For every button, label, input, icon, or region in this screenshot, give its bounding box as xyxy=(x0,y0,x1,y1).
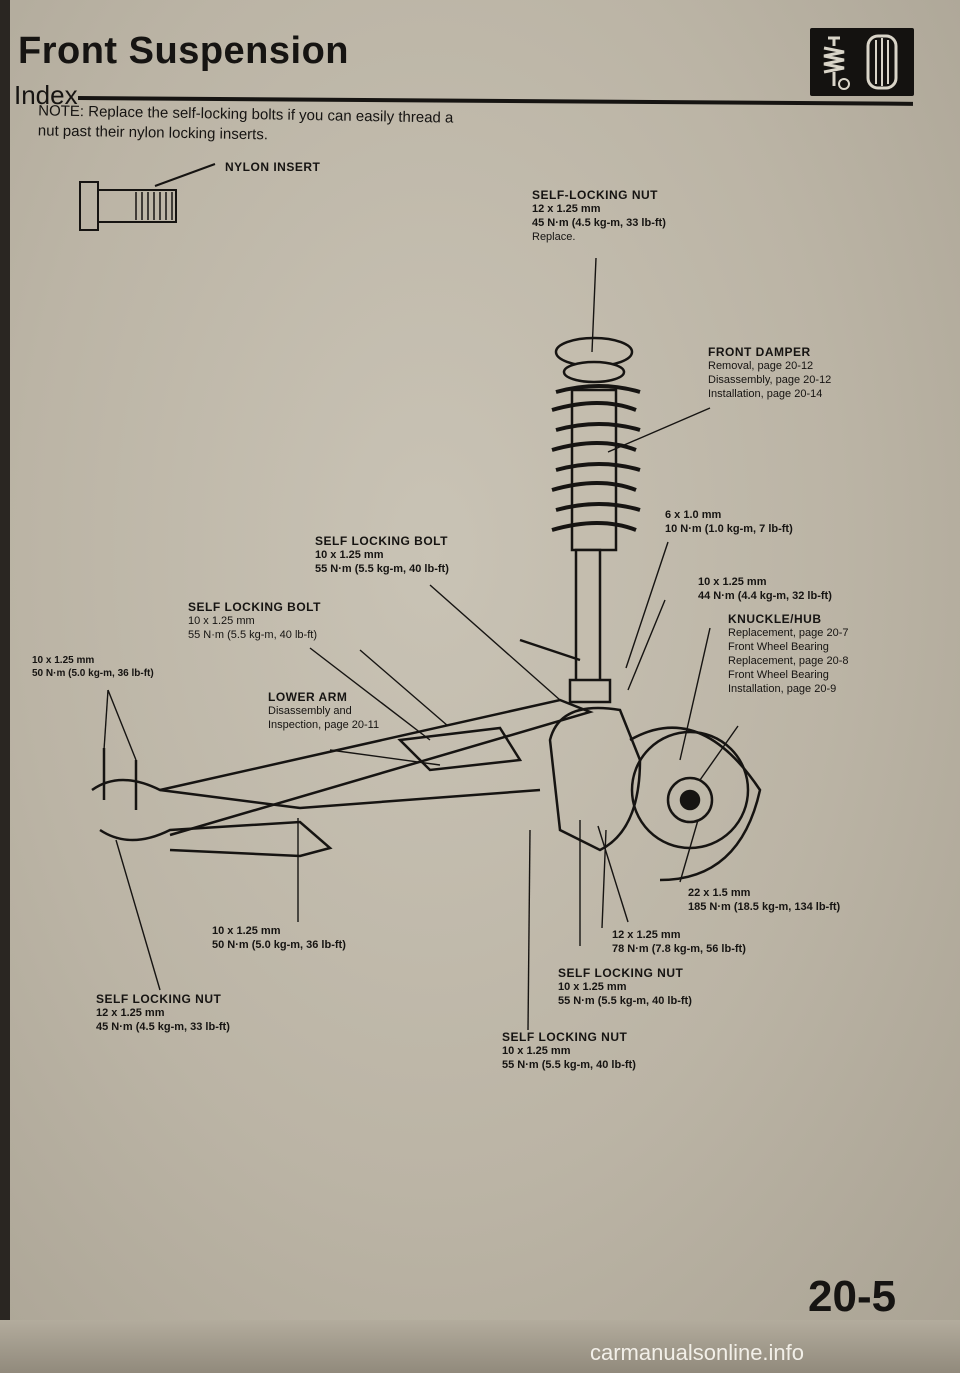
nylon-insert-label: NYLON INSERT xyxy=(225,160,321,174)
self-locking-nut-bottom-label: SELF LOCKING NUT 10 x 1.25 mm 55 N·m (5.… xyxy=(502,1030,636,1071)
axle-nut-label: 22 x 1.5 mm 185 N·m (18.5 kg-m, 134 lb-f… xyxy=(688,887,841,913)
front-damper-illustration xyxy=(551,336,641,704)
page-binding-edge xyxy=(0,0,10,1373)
bolt-6x10-label: 6 x 1.0 mm 10 N·m (1.0 kg-m, 7 lb-ft) xyxy=(665,509,793,535)
bolt-12x78-label: 12 x 1.25 mm 78 N·m (7.8 kg-m, 56 lb-ft) xyxy=(612,929,746,955)
bolt-10x44-label: 10 x 1.25 mm 44 N·m (4.4 kg-m, 32 lb-ft) xyxy=(698,576,832,602)
bolt-center-label: 10 x 1.25 mm 50 N·m (5.0 kg-m, 36 lb-ft) xyxy=(212,925,346,951)
self-locking-bolt-illustration xyxy=(79,163,216,231)
self-locking-nut-left-label: SELF LOCKING NUT 12 x 1.25 mm 45 N·m (4.… xyxy=(96,992,230,1033)
suspension-section-icon xyxy=(810,28,914,96)
self-locking-nut-mid-label: SELF LOCKING NUT 10 x 1.25 mm 55 N·m (5.… xyxy=(558,966,692,1007)
leader-lines xyxy=(103,257,739,1031)
lower-arm-illustration xyxy=(91,698,594,858)
page-title: Front Suspension xyxy=(18,30,349,72)
front-damper-label: FRONT DAMPER Removal, page 20-12 Disasse… xyxy=(708,345,832,400)
self-locking-bolt-2-label: SELF LOCKING BOLT 10 x 1.25 mm 55 N·m (5… xyxy=(188,600,321,641)
bolt-left-label: 10 x 1.25 mm 50 N·m (5.0 kg-m, 36 lb-ft) xyxy=(32,655,154,679)
self-locking-nut-top-label: SELF-LOCKING NUT 12 x 1.25 mm 45 N·m (4.… xyxy=(532,188,666,243)
knuckle-hub-label: KNUCKLE/HUB Replacement, page 20-7 Front… xyxy=(728,612,849,695)
knuckle-hub-illustration xyxy=(519,638,762,882)
page-number: 20-5 xyxy=(808,1272,897,1321)
self-locking-bolt-1-label: SELF LOCKING BOLT 10 x 1.25 mm 55 N·m (5… xyxy=(315,534,449,575)
page-bottom-shadow xyxy=(0,1320,960,1373)
lower-arm-label: LOWER ARM Disassembly and Inspection, pa… xyxy=(268,690,380,731)
watermark-text: carmanualsonline.info xyxy=(590,1340,805,1365)
page-subtitle: Index xyxy=(14,80,78,110)
